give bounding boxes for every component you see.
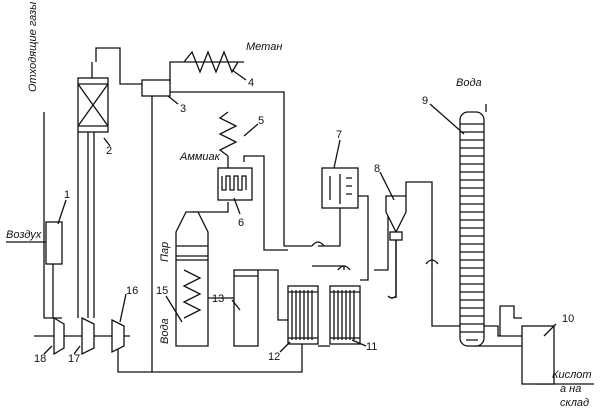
column-2 (77, 62, 109, 318)
label-11: 11 (366, 341, 377, 353)
label-2: 2 (106, 145, 112, 157)
label-18: 18 (34, 353, 46, 365)
label-3: 3 (180, 103, 186, 115)
water-left-label: Вода (159, 318, 171, 344)
ammonia-heater-5 (218, 111, 238, 157)
label-12: 12 (268, 351, 280, 363)
converter-6 (217, 167, 253, 201)
acid-label-line3: склад (560, 397, 589, 409)
heat-exchanger-12 (287, 285, 319, 345)
label-15: 15 (156, 285, 168, 297)
label-8: 8 (374, 163, 380, 175)
boiler-7 (321, 167, 359, 209)
ammonia-label: Аммиак (179, 151, 221, 163)
acid-label-line2: а на (560, 383, 581, 395)
label-4: 4 (248, 77, 254, 89)
heat-exchanger-11 (329, 285, 361, 345)
offgas-label: Отходящие газы (27, 2, 39, 92)
label-1: 1 (64, 189, 70, 201)
steam-label: Пар (159, 242, 171, 262)
leader-lines (43, 69, 557, 355)
collector-10 (521, 325, 555, 385)
label-10: 10 (562, 313, 574, 325)
separator-8 (385, 195, 407, 299)
label-6: 6 (238, 217, 244, 229)
compressor-17 (81, 316, 95, 356)
absorption-column-9 (459, 111, 485, 347)
methane-label: Метан (246, 41, 282, 53)
label-5: 5 (258, 115, 264, 127)
label-16: 16 (126, 285, 138, 297)
expander-18 (53, 316, 65, 356)
water-top-label: Вода (456, 77, 482, 89)
label-17: 17 (68, 353, 80, 365)
label-7: 7 (336, 129, 342, 141)
methane-heater-4 (183, 50, 239, 74)
air-filter-1 (45, 221, 63, 265)
pipework (6, 47, 594, 385)
label-9: 9 (422, 95, 428, 107)
mixer-3 (141, 79, 171, 97)
label-13: 13 (212, 293, 224, 305)
waste-heat-boiler-15 (175, 211, 209, 347)
pipe-crossings (151, 241, 439, 337)
turbine-16 (111, 318, 125, 354)
air-label: Воздух (6, 229, 42, 241)
acid-label-line1: Кислот (552, 369, 592, 381)
